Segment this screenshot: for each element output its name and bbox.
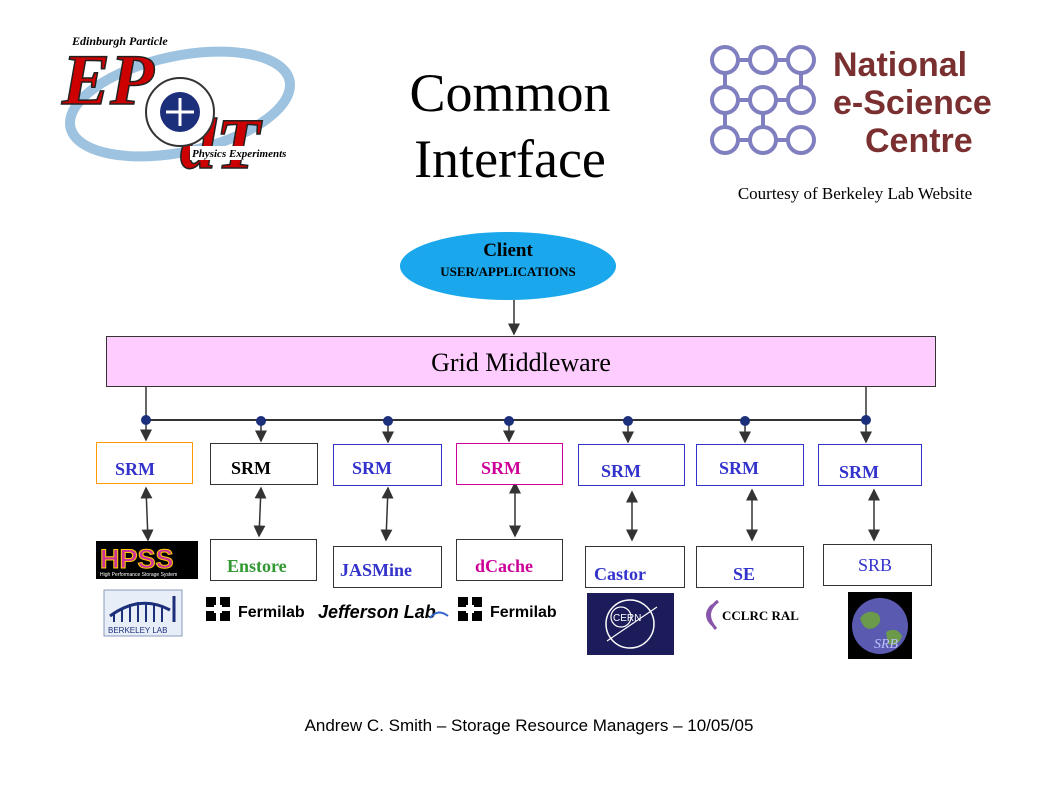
hpss-title: HPSS xyxy=(100,544,174,574)
berkeley-label: BERKELEY LAB xyxy=(108,626,167,635)
title-line-1: Common xyxy=(409,63,611,123)
srb-globe-image: SRB xyxy=(848,592,912,659)
bus-node xyxy=(740,416,750,426)
slide-footer: Andrew C. Smith – Storage Resource Manag… xyxy=(304,716,754,735)
client-node: Client USER/APPLICATIONS xyxy=(400,232,616,300)
bus-node xyxy=(141,415,151,425)
cclrc-ral-logo: CCLRC RAL xyxy=(698,595,822,635)
system-jasmine: JASMine xyxy=(333,546,442,588)
system-castor: Castor xyxy=(585,546,685,588)
srm-node: SRM xyxy=(210,443,318,485)
cern-label: CERN xyxy=(613,613,641,624)
bus-node xyxy=(861,415,871,425)
berkeley-lab-logo: BERKELEY LAB xyxy=(100,588,186,638)
srm-node: SRM xyxy=(818,444,922,486)
hpss-logo: HPSS High Performance Storage System xyxy=(96,541,198,579)
jefferson-lab-logo: Jefferson Lab xyxy=(318,598,450,626)
ep-bottom-label: Physics Experiments xyxy=(192,148,286,160)
ep-letters: EP xyxy=(61,40,155,120)
title-line-2: Interface xyxy=(414,129,606,189)
hpss-subtitle: High Performance Storage System xyxy=(100,572,177,578)
bus-node xyxy=(623,416,633,426)
system-srb: SRB xyxy=(823,544,932,586)
nesc-line-3: Centre xyxy=(865,122,973,160)
fermilab-label-1: Fermilab xyxy=(238,604,305,621)
system-se: SE xyxy=(696,546,804,588)
nesc-logo: National e-Science Centre xyxy=(705,40,1005,165)
srm-node: SRM xyxy=(578,444,685,486)
srm-node: SRM xyxy=(333,444,442,486)
client-subtitle: USER/APPLICATIONS xyxy=(440,264,576,279)
grid-middleware-box: Grid Middleware xyxy=(106,336,936,387)
dt-letters: dT xyxy=(180,104,263,172)
jefferson-label: Jefferson Lab xyxy=(318,602,436,622)
srb-image-label: SRB xyxy=(874,637,899,652)
system-enstore: Enstore xyxy=(210,539,317,581)
nesc-line-1: National xyxy=(833,46,967,84)
fermilab-logo: Fermilab xyxy=(204,593,314,627)
bus-node xyxy=(383,416,393,426)
bus-node xyxy=(504,416,514,426)
fermilab-logo: Fermilab xyxy=(456,593,566,627)
srm-node: SRM xyxy=(96,442,193,484)
cclrc-label: CCLRC RAL xyxy=(722,608,799,623)
bus-node xyxy=(256,416,266,426)
ep-top-label: Edinburgh Particle xyxy=(71,34,168,48)
srm-node: SRM xyxy=(456,443,563,485)
courtesy-note: Courtesy of Berkeley Lab Website xyxy=(737,184,973,203)
srm-node: SRM xyxy=(696,444,804,486)
fermilab-label-2: Fermilab xyxy=(490,604,557,621)
nesc-line-2: e-Science xyxy=(833,84,992,122)
cern-logo: CERN xyxy=(587,593,674,655)
system-dcache: dCache xyxy=(456,539,563,581)
slide-title: Common Interface xyxy=(360,60,660,192)
client-title: Client xyxy=(483,240,533,261)
edinburgh-ppe-logo: EP dT Edinburgh Particle Physics Experim… xyxy=(58,32,303,185)
